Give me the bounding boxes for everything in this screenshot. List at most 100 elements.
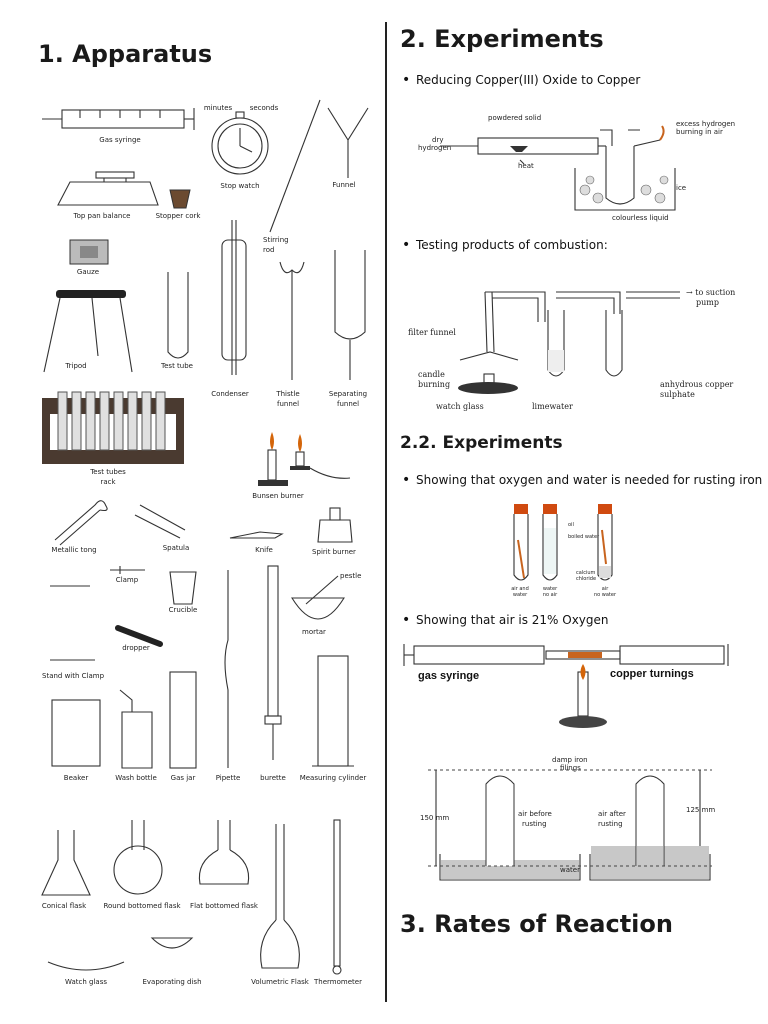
rusting-tubes-diagram [513, 504, 613, 581]
label-gas-jar: Gas jar [170, 774, 196, 782]
funnel-drawing [327, 107, 369, 178]
label-limewater: limewater [532, 402, 573, 411]
label-beaker: Beaker [63, 774, 89, 782]
label-knife: Knife [255, 546, 273, 554]
label-water: water [560, 866, 580, 874]
label-to-suction-pump-1: → to suction [686, 288, 736, 297]
label-air-before-1: air before [518, 810, 552, 818]
label-bunsen-burner: Bunsen burner [252, 492, 304, 500]
label-test-tubes-rack-2: rack [100, 478, 116, 486]
label-mortar: mortar [302, 628, 326, 636]
label-damp-iron-1: damp iron [552, 756, 588, 764]
bunsen-burner-drawing [258, 432, 351, 486]
stopper-cork-drawing [169, 189, 191, 209]
label-test-tube: Test tube [161, 362, 193, 370]
label-condenser: Condenser [211, 390, 249, 398]
label-seconds: seconds [249, 104, 279, 112]
apparatus-illustrations [41, 99, 369, 975]
spatula-drawing [134, 504, 186, 539]
bullet-testing-combustion: Testing products of combustion: [402, 237, 608, 253]
label-excess-hydrogen-1: excess hydrogen [676, 120, 736, 128]
round-bottomed-flask-drawing [113, 820, 163, 895]
spirit-burner-drawing [317, 507, 353, 543]
label-to-suction-pump-2: pump [696, 298, 719, 307]
label-125mm: 125 mm [686, 806, 716, 814]
label-dropper: dropper [122, 644, 150, 652]
label-thistle-funnel-1: Thistle [276, 390, 300, 398]
conical-flask-drawing [41, 830, 91, 896]
reducing-copper-oxide-diagram [440, 125, 676, 211]
damp-iron-diagram [428, 769, 712, 881]
dropper-drawing [115, 625, 163, 647]
wash-bottle-drawing [119, 689, 153, 769]
label-conical-flask: Conical flask [41, 902, 87, 910]
label-tube1-2: water [512, 592, 528, 598]
label-calcium-chloride-1: calcium [576, 570, 596, 576]
crucible-drawing [169, 571, 197, 605]
pipette-drawing [224, 570, 229, 768]
label-thistle-funnel-2: funnel [276, 400, 300, 408]
label-clamp: Clamp [115, 576, 139, 584]
label-test-tubes-rack-1: Test tubes [90, 468, 126, 476]
label-gauze: Gauze [76, 268, 100, 276]
stop-watch-drawing [211, 111, 269, 175]
combustion-diagram [458, 291, 680, 394]
label-ice: ice [676, 184, 687, 192]
label-copper-turnings: copper turnings [610, 668, 694, 680]
label-colourless-liquid: colourless liquid [612, 214, 669, 222]
label-gas-syringe: Gas syringe [99, 136, 141, 144]
label-excess-hydrogen-2: burning in air [676, 128, 723, 136]
evaporating-dish-drawing [150, 937, 194, 949]
label-funnel: Funnel [332, 181, 356, 189]
label-150mm: 150 mm [420, 814, 450, 822]
label-thermometer: Thermometer [314, 978, 362, 986]
label-spirit-burner: Spirit burner [312, 548, 356, 556]
thistle-funnel-drawing [279, 261, 305, 380]
clamp-drawing [50, 566, 145, 587]
label-filter-funnel: filter funnel [408, 328, 456, 337]
label-stop-watch: Stop watch [220, 182, 260, 190]
label-anhydrous-2: sulphate [660, 390, 695, 399]
label-dry-hydrogen-1: dry [432, 136, 444, 144]
label-wash-bottle: Wash bottle [115, 774, 157, 782]
label-stirring-rod-1: Stirring [263, 236, 289, 244]
label-damp-iron-2: filings [560, 764, 581, 772]
mortar-pestle-drawing [291, 575, 345, 620]
label-top-pan-balance: Top pan balance [73, 212, 131, 220]
thermometer-drawing [332, 819, 342, 975]
gauze-drawing [69, 239, 109, 265]
heading-rates-of-reaction: 3. Rates of Reaction [400, 910, 673, 938]
label-stand-with-clamp: Stand with Clamp [42, 672, 105, 680]
measuring-cylinder-drawing [312, 655, 354, 767]
burette-drawing [264, 565, 282, 760]
label-tube2-1: water [542, 586, 558, 592]
heading-experiments-2-2: 2.2. Experiments [400, 433, 563, 453]
top-pan-balance-drawing [57, 171, 159, 206]
label-flat-bottomed-flask: Flat bottomed flask [190, 902, 258, 910]
bullet-rusting-iron: Showing that oxygen and water is needed … [402, 472, 762, 488]
label-anhydrous-1: anhydrous copper [660, 380, 734, 389]
label-separating-funnel-1: Separating [328, 390, 368, 398]
label-tube3-2: no water [593, 592, 617, 598]
label-oil: oil [568, 522, 574, 528]
label-stirring-rod-2: rod [263, 246, 275, 254]
separating-funnel-drawing [334, 250, 366, 380]
label-powdered-solid: powdered solid [488, 114, 542, 122]
label-separating-funnel-2: funnel [336, 400, 360, 408]
label-crucible: Crucible [168, 606, 198, 614]
label-boiled-water: boiled water [568, 534, 600, 540]
label-measuring-cylinder: Measuring cylinder [299, 774, 367, 782]
label-metallic-tong: Metallic tong [51, 546, 97, 554]
label-tripod: Tripod [65, 362, 87, 370]
column-divider [385, 22, 387, 1002]
label-pestle: pestle [340, 572, 362, 580]
label-dry-hydrogen-2: hydrogen [418, 144, 452, 152]
label-pipette: Pipette [215, 774, 241, 782]
label-watch-glass-exp: watch glass [436, 402, 484, 411]
knife-drawing [229, 531, 284, 539]
label-watch-glass: Watch glass [65, 978, 107, 986]
watch-glass-drawing [47, 961, 125, 971]
label-air-after-1: air after [598, 810, 626, 818]
beaker-drawing [51, 699, 101, 767]
label-calcium-chloride-2: chloride [576, 576, 597, 582]
